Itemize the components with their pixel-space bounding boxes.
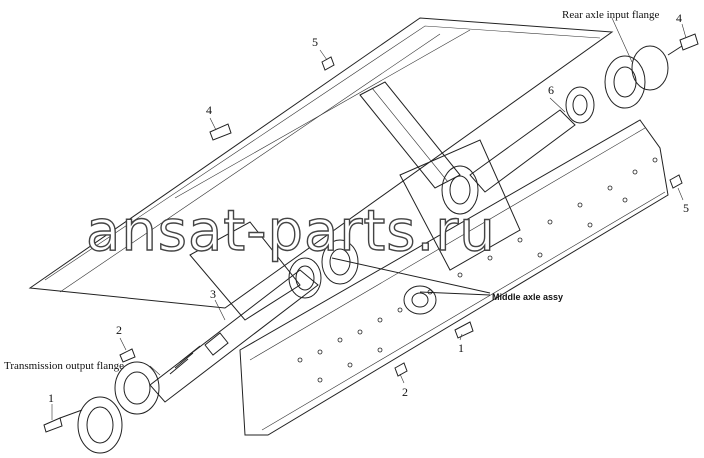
bolts [119, 56, 683, 377]
watermark-text: ansat-parts.ru [86, 199, 496, 264]
leader-lines [51, 17, 687, 420]
lower-frame-rail [239, 119, 669, 436]
callout-1-left: 1 [48, 391, 54, 405]
front-propeller-shaft [149, 239, 359, 403]
transmission-output-flange [43, 361, 160, 454]
transmission-output-flange-label: Transmission output flange [4, 360, 124, 372]
callout-4-left: 4 [206, 103, 212, 117]
callout-6: 6 [548, 83, 554, 97]
callout-2-left: 2 [116, 323, 122, 337]
rear-propeller-shaft [469, 86, 595, 193]
callout-4-right: 4 [676, 11, 682, 25]
callout-2-right: 2 [402, 385, 408, 399]
cross-member [189, 81, 521, 321]
callout-5-top: 5 [312, 35, 318, 49]
middle-axle-assy [331, 165, 491, 315]
upper-frame-rail [28, 17, 614, 309]
frame-holes [297, 157, 658, 383]
callout-5-right: 5 [683, 201, 689, 215]
rear-axle-input-flange-label: Rear axle input flange [562, 9, 660, 21]
rear-axle-input-flange [604, 33, 699, 109]
middle-axle-assy-label: Middle axle assy [492, 292, 563, 302]
callout-3: 3 [210, 287, 216, 301]
callout-1-right: 1 [458, 341, 464, 355]
